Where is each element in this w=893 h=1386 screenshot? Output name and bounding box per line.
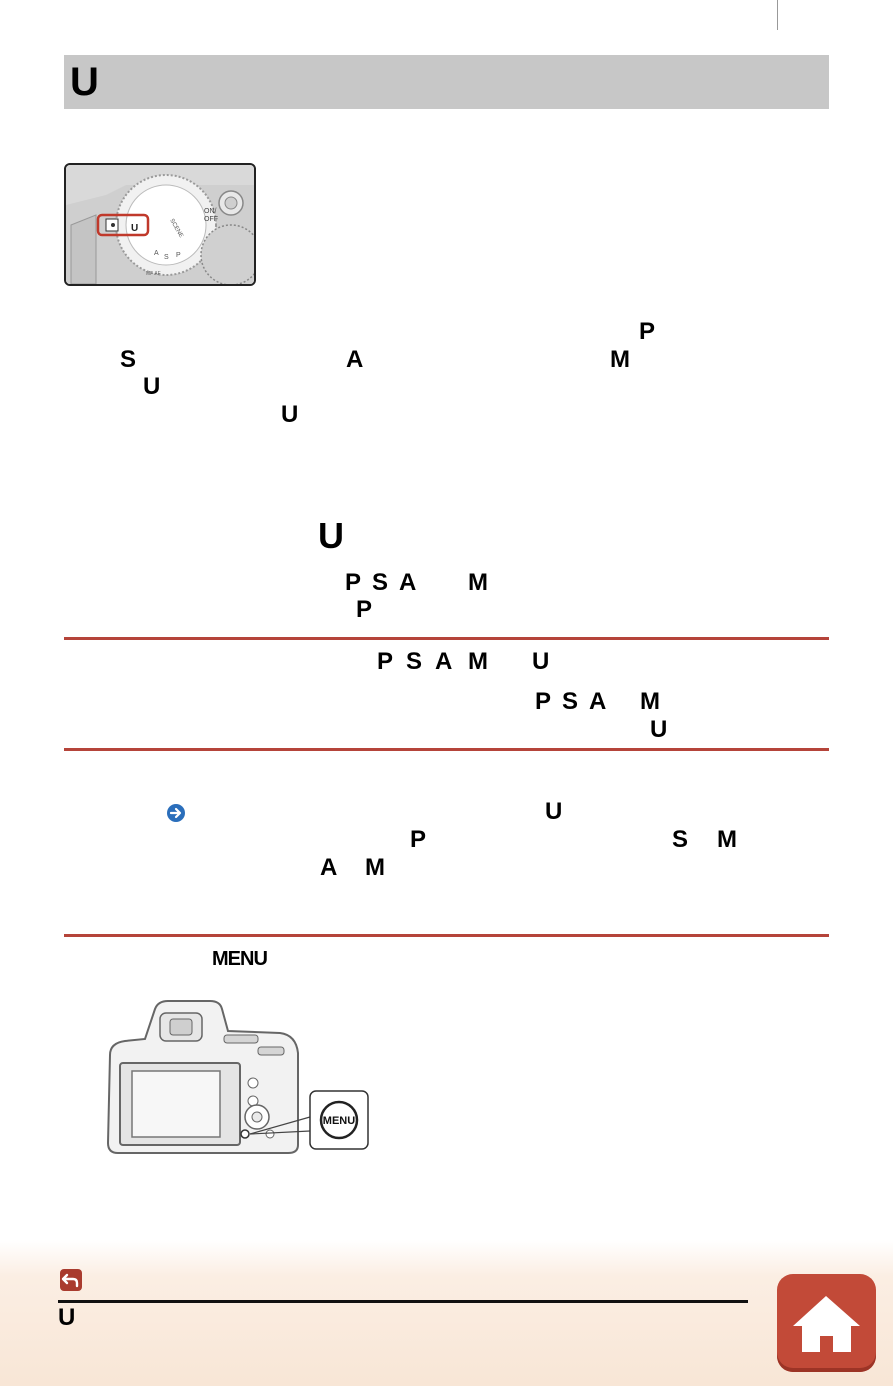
mode-dial-drawing: ON/OFF SCENE A S P U MF AF — [66, 165, 254, 284]
mode-p-glyph: P — [345, 569, 362, 596]
svg-text:A: A — [154, 250, 159, 257]
mode-s-glyph: S — [562, 688, 579, 715]
dial-u-label: U — [131, 223, 138, 234]
mode-p-glyph: P — [410, 826, 427, 853]
mode-u-glyph: U — [545, 798, 563, 825]
home-icon — [793, 1296, 860, 1352]
mode-a-glyph: A — [589, 688, 607, 715]
menu-callout-label: MENU — [323, 1115, 355, 1127]
mode-s-glyph: S — [372, 569, 389, 596]
mode-p-glyph: P — [377, 648, 394, 675]
top-crop-mark — [0, 0, 893, 30]
mode-u-glyph: U — [143, 373, 161, 400]
circle-arrow-right-icon[interactable] — [166, 803, 186, 823]
mode-p-glyph: P — [639, 318, 656, 345]
section-title-bar: U — [64, 55, 829, 109]
mode-m-glyph: M — [468, 569, 488, 596]
mode-a-glyph: A — [320, 854, 338, 881]
mode-s-glyph: S — [120, 346, 137, 373]
dial-highlight — [96, 213, 150, 237]
svg-text:P: P — [176, 252, 181, 259]
mode-p-glyph: P — [535, 688, 552, 715]
page-title: U — [70, 60, 99, 104]
svg-text:MF AF: MF AF — [146, 271, 161, 277]
note-rule — [64, 637, 829, 640]
mode-m-glyph: M — [717, 826, 737, 853]
mode-a-glyph: A — [399, 569, 417, 596]
camera-back-illustration: MENU — [100, 995, 380, 1160]
home-button[interactable] — [777, 1274, 876, 1372]
mode-s-glyph: S — [672, 826, 689, 853]
note-rule — [64, 748, 829, 751]
subheading-u-glyph: U — [318, 515, 344, 556]
svg-text:S: S — [164, 254, 169, 261]
mode-p-glyph: P — [356, 596, 373, 623]
back-arrow-icon — [61, 1273, 79, 1288]
mode-m-glyph: M — [468, 648, 488, 675]
mode-u-glyph: U — [281, 401, 299, 428]
camera-back-drawing: MENU — [106, 1000, 369, 1154]
footer-rule — [58, 1300, 748, 1303]
mode-m-glyph: M — [365, 854, 385, 881]
on-off-label: ON/OFF — [204, 208, 218, 223]
mode-m-glyph: M — [640, 688, 660, 715]
mode-s-glyph: S — [406, 648, 423, 675]
note-rule — [64, 934, 829, 937]
mode-u-glyph: U — [532, 648, 550, 675]
footer-bar — [0, 1240, 893, 1386]
back-button[interactable] — [60, 1269, 82, 1291]
mode-m-glyph: M — [610, 346, 630, 373]
mode-u-glyph: U — [650, 716, 668, 743]
menu-button-label: MENU — [212, 948, 268, 970]
mode-a-glyph: A — [346, 346, 364, 373]
mode-a-glyph: A — [435, 648, 453, 675]
footer-section-label: U — [58, 1304, 76, 1331]
mode-dial-illustration: ON/OFF SCENE A S P U MF AF — [64, 163, 256, 286]
